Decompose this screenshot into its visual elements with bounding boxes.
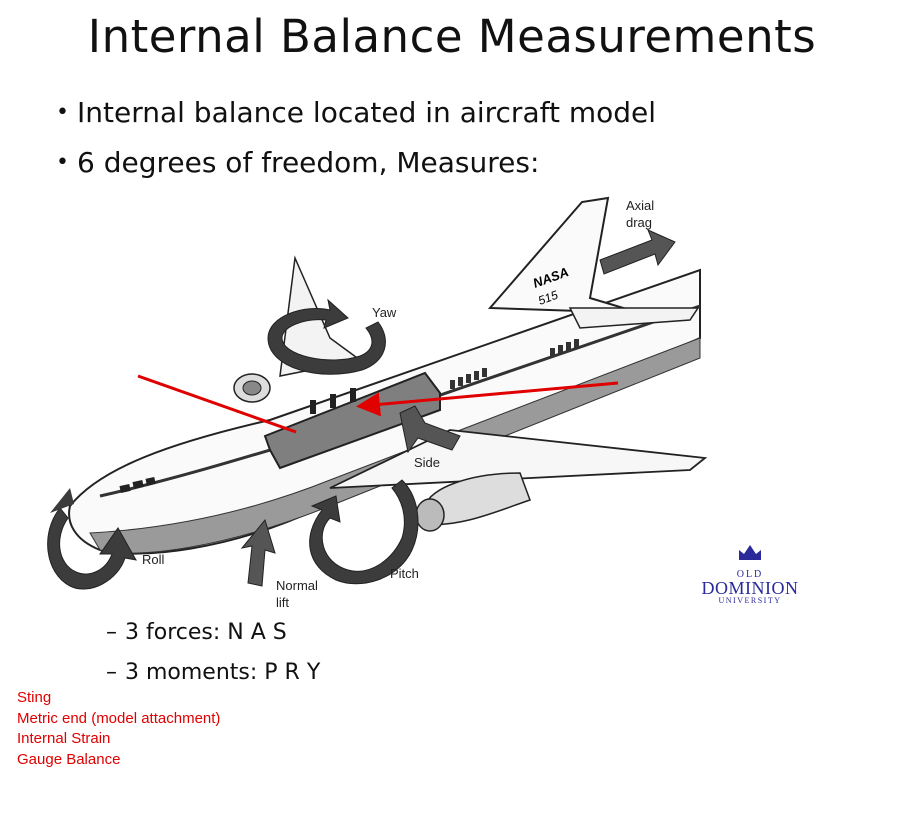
side-arrow (399, 405, 461, 454)
horizontal-stabilizer (568, 307, 700, 329)
roll-arrow-head (50, 488, 74, 513)
sub-bullet-list: 3 forces: N A S 3 moments: P R Y (106, 618, 320, 698)
cockpit-windows (119, 477, 156, 493)
side-label: Side (414, 455, 440, 470)
annotation-notes: Sting Metric end (model attachment) Inte… (17, 688, 220, 770)
fuselage-belly (89, 337, 701, 554)
logo-line1: OLD (736, 569, 764, 580)
logo-line3: UNIVERSITY (718, 596, 782, 605)
pitch-label: Pitch (390, 566, 419, 581)
note-line: Metric end (model attachment) (17, 709, 221, 727)
sub-bullet-item: 3 forces: N A S (106, 618, 320, 658)
normal-lift-label-line2: lift (276, 595, 289, 610)
slide-title: Internal Balance Measurements (87, 10, 817, 63)
axial-drag-label-line2: drag (626, 215, 652, 230)
bullet-item: Internal balance located in aircraft mod… (56, 96, 656, 146)
roll-label: Roll (142, 552, 165, 567)
yaw-arrow (267, 298, 386, 375)
pitch-arrow (309, 479, 419, 585)
logo-line2: DOMINION (701, 578, 799, 598)
internal-balance (263, 371, 441, 470)
sub-bullet-item: 3 moments: P R Y (106, 658, 320, 698)
far-engine-inlet (242, 380, 262, 396)
roll-arrow (47, 507, 137, 590)
normal-lift-arrow (240, 518, 276, 587)
axial-drag-label-line1: Axial (626, 198, 654, 213)
metric-end-indicator-line (356, 381, 619, 417)
near-engine-inlet (415, 498, 445, 532)
normal-lift-label-line1: Normal (276, 578, 318, 593)
yaw-label: Yaw (372, 305, 397, 320)
bullet-item: 6 degrees of freedom, Measures: (56, 146, 656, 196)
odu-logo: OLD DOMINION UNIVERSITY (700, 542, 800, 605)
crown-icon (739, 545, 761, 560)
note-line: Gauge Balance (17, 750, 121, 768)
note-line: Sting (17, 689, 52, 706)
near-engine (424, 472, 531, 526)
cabin-windows (450, 339, 579, 389)
axial-drag-arrow (599, 229, 676, 275)
tail-number-text: 515 (536, 288, 560, 308)
bullet-list: Internal balance located in aircraft mod… (56, 96, 656, 196)
note-line: Internal Strain (17, 730, 111, 747)
aircraft-balance-diagram: NASA 515 Axial drag Yaw Side Roll Normal… (47, 196, 708, 610)
sting-indicator-line (137, 374, 297, 434)
